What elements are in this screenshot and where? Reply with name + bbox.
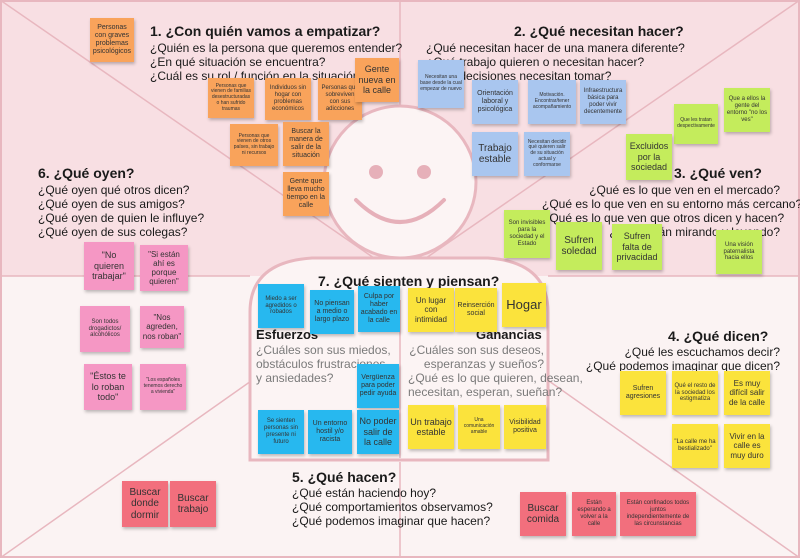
sticky-note[interactable]: Se sienten personas sin presente ni futu… <box>258 410 304 454</box>
section-2-title: 2. ¿Qué necesitan hacer? <box>514 23 684 39</box>
smile <box>354 198 446 224</box>
sticky-note[interactable]: Personas con graves problemas psicológic… <box>90 18 134 62</box>
sticky-note[interactable]: Una comunicación amable <box>458 405 500 449</box>
question: ¿Qué comportamientos observamos? <box>292 500 493 514</box>
sticky-note[interactable]: Miedo a ser agredidos o robados <box>258 284 304 328</box>
section-3-title: 3. ¿Qué ven? <box>674 165 762 181</box>
question: ¿Qué oyen de quien le influye? <box>38 211 205 225</box>
sticky-note[interactable]: Trabajo estable <box>472 132 518 176</box>
question: ¿Qué oyen de sus colegas? <box>38 225 188 239</box>
sticky-note[interactable]: No piensan a medio o largo plazo <box>310 290 354 334</box>
question: ¿Qué trabajo quieren o necesitan hacer? <box>426 55 645 69</box>
question: ¿Quién es la persona que queremos entend… <box>150 41 403 55</box>
question: ¿Qué están haciendo hoy? <box>292 486 437 500</box>
sticky-note[interactable]: Culpa por haber acabado en la calle <box>358 286 400 332</box>
divider-line-tr <box>399 0 800 277</box>
sticky-note[interactable]: Motivación. Encontrar/tener acompañamien… <box>528 80 576 124</box>
ganancias-questions: ¿Cuáles son sus deseos, esperanzas y sue… <box>408 343 583 399</box>
sticky-note[interactable]: Un lugar con intimidad <box>408 288 454 332</box>
sticky-note[interactable]: Gente que lleva mucho tiempo en la calle <box>283 172 329 216</box>
sticky-note[interactable]: Son invisibles para la sociedad y el Est… <box>504 210 550 258</box>
esfuerzos-questions: ¿Cuáles son sus miedos, obstáculos frust… <box>256 343 391 385</box>
question: ¿Qué decisiones necesitan tomar? <box>426 69 612 83</box>
sticky-note[interactable]: Buscar trabajo <box>170 481 216 527</box>
sticky-note[interactable]: Están esperando a volver a la calle <box>572 492 616 536</box>
sticky-note[interactable]: Sufren agresiones <box>620 371 666 415</box>
head-outline <box>322 104 478 260</box>
sticky-note[interactable]: Personas que vienen de otros países, sin… <box>230 124 278 166</box>
sticky-note[interactable]: Infraestructura básica para poder vivir … <box>580 80 626 124</box>
sticky-note[interactable]: "Nos agreden, nos roban" <box>140 306 184 348</box>
sticky-note[interactable]: Son todos drogadictos/ alcohólicos <box>80 306 130 352</box>
question: ¿Qué necesitan hacer de una manera difer… <box>426 41 685 55</box>
sticky-note[interactable]: Necesitan una base desde la cual empezar… <box>418 60 464 108</box>
sticky-note[interactable]: Excluidos por la sociedad <box>626 134 672 180</box>
section-5-title: 5. ¿Qué hacen? <box>292 469 397 485</box>
sticky-note[interactable]: Sufren falta de privacidad <box>612 224 662 270</box>
question: necesitan, esperan, sueñan? <box>408 385 563 399</box>
left-eye <box>369 165 383 179</box>
sticky-note[interactable]: No poder salir de la calle <box>357 410 399 454</box>
sticky-note[interactable]: Buscar la manera de salir de la situació… <box>283 122 329 166</box>
sticky-note[interactable]: Vergüenza para poder pedir ayuda <box>357 364 399 408</box>
sticky-note[interactable]: Visibilidad positiva <box>504 405 546 449</box>
sticky-note[interactable]: Un trabajo estable <box>408 405 454 449</box>
question: ¿Cuáles son sus miedos, <box>256 343 391 357</box>
sticky-note[interactable]: Buscar donde dormir <box>122 481 168 527</box>
sticky-note[interactable]: Están confinados todos juntos independie… <box>620 492 696 536</box>
question: ¿Qué les escuchamos decir? <box>624 345 780 359</box>
section-4-questions: ¿Qué les escuchamos decir? ¿Qué podemos … <box>580 345 780 373</box>
sticky-note[interactable]: Personas que sobreviven con sus adiccion… <box>318 78 362 120</box>
question: ¿Qué es lo que ven en su entorno más cer… <box>542 197 800 211</box>
question: ¿Qué oyen de sus amigos? <box>38 197 185 211</box>
section-4-title: 4. ¿Qué dicen? <box>668 328 769 344</box>
question: esperanzas y sueños? <box>423 357 544 371</box>
question: ¿Qué oyen qué otros dicen? <box>38 183 190 197</box>
sticky-note[interactable]: Sufren soledad <box>556 222 602 270</box>
question: ¿Cuáles son sus deseos, <box>409 343 544 357</box>
question: ¿Qué es lo que quieren, desean, <box>408 371 583 385</box>
sticky-note[interactable]: Vivir en la calle es muy duro <box>724 424 770 468</box>
sticky-note[interactable]: Un entorno hostil y/o racista <box>308 410 352 454</box>
section-6-questions: ¿Qué oyen qué otros dicen? ¿Qué oyen de … <box>38 183 204 239</box>
sticky-note[interactable]: Qué el resto de la sociedad los estigmat… <box>672 371 718 415</box>
sticky-note[interactable]: Una visión paternalista hacia ellos <box>716 230 762 274</box>
sticky-note[interactable]: "Los españoles tenemos derecho a viviend… <box>140 364 186 410</box>
section-1-questions: ¿Quién es la persona que queremos entend… <box>150 41 402 83</box>
sticky-note[interactable]: Personas que vienen de familias desestru… <box>208 78 254 118</box>
question: obstáculos frustraciones <box>256 357 386 371</box>
question: ¿Qué podemos imaginar que dicen? <box>585 359 780 373</box>
question: ¿Qué es lo que ven que otros dicen y hac… <box>542 211 785 225</box>
sticky-note[interactable]: "Si están ahí es porque quieren" <box>140 245 188 291</box>
sticky-note[interactable]: Hogar <box>502 283 546 327</box>
sticky-note[interactable]: Buscar comida <box>520 492 566 536</box>
section-6-title: 6. ¿Qué oyen? <box>38 165 135 181</box>
sticky-note[interactable]: Reinserción social <box>455 288 497 332</box>
sticky-note[interactable]: "Éstos te lo roban todo" <box>84 364 132 410</box>
section-7-title: 7. ¿Qué sienten y piensan? <box>318 273 500 289</box>
sticky-note[interactable]: "No quieren trabajar" <box>84 242 134 290</box>
sticky-note[interactable]: Que a ellos la gente del entorno "no los… <box>724 88 770 132</box>
question: ¿Qué es lo que ven en el mercado? <box>589 183 780 197</box>
esfuerzos-title: Esfuerzos <box>256 327 319 342</box>
section-2-questions: ¿Qué necesitan hacer de una manera difer… <box>426 41 685 83</box>
sticky-note[interactable]: Gente nueva en la calle <box>355 58 399 102</box>
sticky-note[interactable]: Orientación laboral y psicológica <box>472 80 518 124</box>
section-5-questions: ¿Qué están haciendo hoy? ¿Qué comportami… <box>292 486 493 528</box>
sticky-note[interactable]: "La calle me ha bestializado" <box>672 424 718 468</box>
divider-line-tl <box>0 0 401 277</box>
question: ¿Cuál es su rol / función en la situació… <box>150 69 367 83</box>
question: y ansiedades? <box>256 371 334 385</box>
sticky-note[interactable]: Necesitan decidir qué quieren salir de s… <box>524 132 570 176</box>
right-eye <box>417 165 431 179</box>
section-1-title: 1. ¿Con quién vamos a empatizar? <box>150 23 381 39</box>
sticky-note[interactable]: Es muy difícil salir de la calle <box>724 371 770 415</box>
question: ¿En qué situación se encuentra? <box>150 55 326 69</box>
sticky-note[interactable]: Individuos sin hogar con problemas econó… <box>265 78 311 120</box>
sticky-note[interactable]: Que les tratan despectivamente <box>674 104 718 144</box>
question: ¿Qué podemos imaginar que hacen? <box>292 514 491 528</box>
